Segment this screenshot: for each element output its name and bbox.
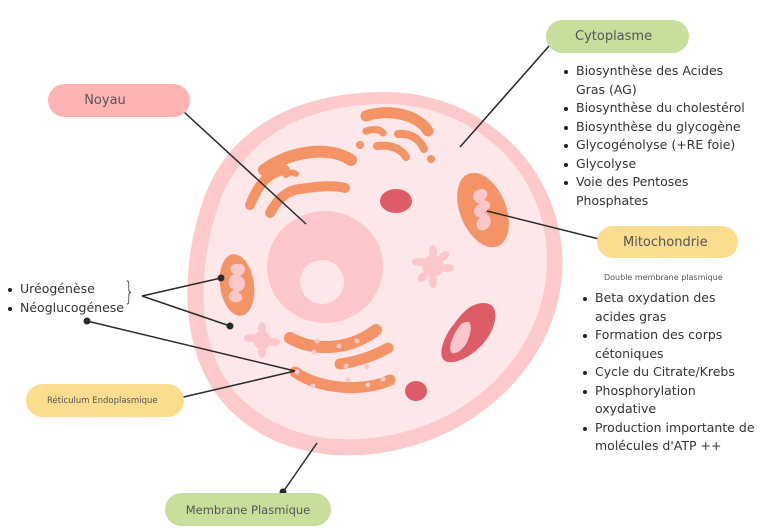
label-membrane-text: Membrane Plasmique [185, 502, 311, 517]
list-item: Cycle du Citrate/Krebs [583, 363, 759, 382]
vesicle-red [380, 189, 412, 213]
nucleolus [300, 260, 344, 304]
list-item: Voie des Pentoses Phosphates [564, 173, 696, 210]
list-item: Uréogénèse [8, 280, 138, 299]
list-item: Biosynthèse du glycogène [564, 118, 754, 137]
mitochondrion-cristae [228, 263, 246, 303]
list-item: Beta oxydation des acides gras [583, 289, 759, 326]
ribosomes [294, 338, 386, 389]
label-noyau: Noyau [48, 84, 190, 117]
list-item: Production importante de molécules d'ATP… [583, 419, 759, 456]
leader-membrane [282, 442, 318, 493]
anchor-dot [226, 322, 234, 330]
cytoplasme-function-list: Biosynthèse des Acides Gras (AG) Biosynt… [564, 62, 754, 210]
mitochondrion-cristae [473, 189, 491, 231]
list-item: Biosynthèse du cholestérol [564, 99, 754, 118]
mitochondrie-function-list: Beta oxydation des acides gras Formation… [583, 289, 759, 456]
list-item: Néoglucogénese [8, 299, 138, 318]
leader-brace-cyto [141, 295, 231, 327]
endoplasmic-reticulum-top [245, 145, 357, 218]
list-item: Biosynthèse des Acides Gras (AG) [564, 62, 754, 99]
label-membrane: Membrane Plasmique [165, 493, 331, 526]
label-reticulum: Réticulum Endoplasmique [26, 384, 184, 417]
endoplasmic-reticulum-bottom [284, 324, 396, 393]
leader-reticulum [174, 370, 296, 400]
anchor-dot [217, 274, 225, 282]
leader-mitochondrie [486, 210, 608, 242]
label-reticulum-text: Réticulum Endoplasmique [47, 395, 158, 406]
label-mitochondrie-text: Mitochondrie [623, 234, 708, 250]
vesicle-red [405, 381, 427, 401]
mitochondrie-note: Double membrane plasmique [604, 273, 723, 282]
list-item: Glycogénolyse (+RE foie) [564, 136, 754, 155]
anchor-dot [83, 317, 91, 325]
centrosome-right [412, 245, 454, 288]
label-noyau-text: Noyau [84, 93, 126, 108]
list-item: Phosphorylation oxydative [583, 382, 759, 419]
leader-neoglucogenese [86, 320, 296, 372]
centrosome-left [244, 322, 280, 358]
list-item: Formation des corps cétoniques [583, 326, 735, 363]
vacuole-inner [450, 321, 471, 354]
golgi-apparatus [360, 107, 434, 161]
brace-icon: } [124, 277, 135, 307]
golgi-vesicle [427, 155, 435, 163]
label-cytoplasme-text: Cytoplasme [575, 29, 653, 44]
leader-noyau [171, 100, 307, 225]
list-item: Glycolyse [564, 155, 754, 174]
shared-function-list: Uréogénèse Néoglucogénese [8, 280, 138, 317]
label-mitochondrie: Mitochondrie [597, 226, 738, 258]
leader-cytoplasme [459, 36, 558, 148]
leader-brace-mito [141, 277, 222, 297]
label-cytoplasme: Cytoplasme [546, 20, 689, 53]
golgi-vesicle [356, 141, 364, 149]
